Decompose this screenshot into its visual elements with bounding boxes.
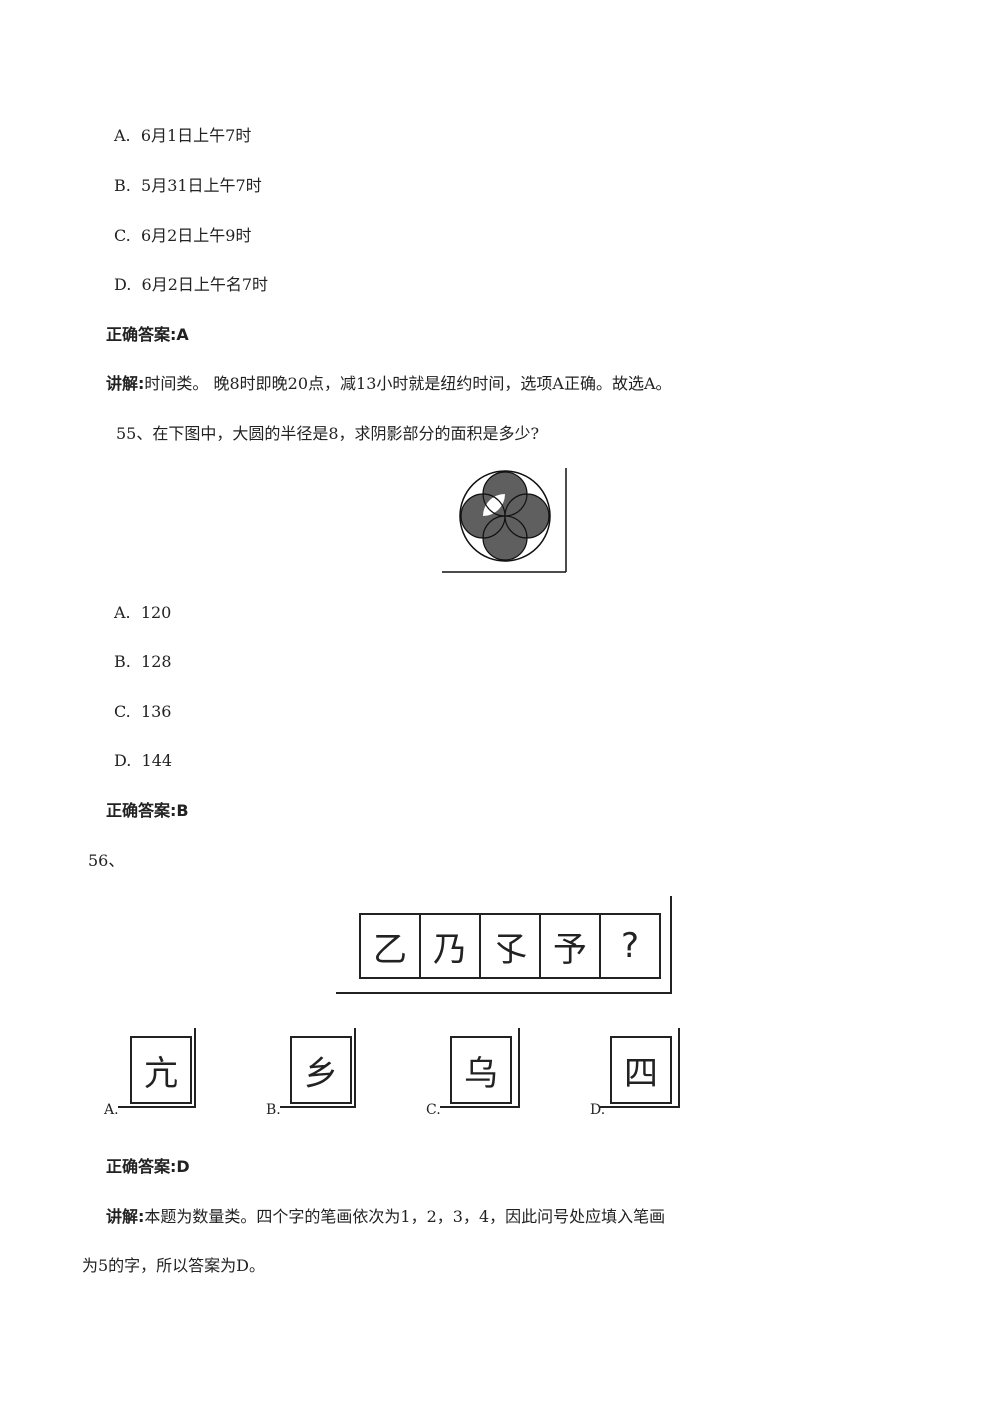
q55-option-d: D. 144: [114, 751, 173, 770]
choice-d-frame-bottom: [600, 1106, 680, 1108]
choice-d-frame: [678, 1028, 680, 1108]
shaded-circle-right: [505, 494, 549, 538]
q54-option-c: C. 6月2日上午9时: [114, 226, 252, 245]
q56-explanation-line1: 讲解:本题为数量类。四个字的笔画依次为1，2，3，4，因此问号处应填入笔画: [106, 1207, 666, 1226]
q56-choice-b-label: B.: [266, 1102, 281, 1118]
sequence-cell: 乃: [419, 913, 481, 979]
q55-question: 55、在下图中，大圆的半径是8，求阴影部分的面积是多少?: [116, 424, 540, 443]
choice-b-frame: [354, 1028, 356, 1108]
q55-answer: 正确答案:B: [106, 801, 189, 820]
q54-option-a: A. 6月1日上午7时: [114, 126, 252, 145]
sequence-cell: 孓: [479, 913, 541, 979]
q55-option-c: C. 136: [114, 702, 172, 721]
choice-c-frame: [518, 1028, 520, 1108]
sequence-cell: 乙: [359, 913, 421, 979]
choice-b-frame-bottom: [280, 1106, 356, 1108]
q56-sequence: 乙 乃 孓 予 ?: [359, 913, 661, 979]
choice-c-frame-bottom: [440, 1106, 520, 1108]
sequence-frame-right: [670, 896, 672, 994]
q55-option-b: B. 128: [114, 652, 172, 671]
q55-circle-figure: [442, 468, 567, 573]
choice-a-frame-bottom: [118, 1106, 196, 1108]
q55-option-a: A. 120: [114, 603, 172, 622]
q56-choice-b-box: 乡: [290, 1036, 352, 1104]
q56-choice-a-label: A.: [104, 1102, 119, 1118]
q54-answer: 正确答案:A: [106, 325, 189, 344]
q56-choice-d-box: 四: [610, 1036, 672, 1104]
q56-explanation-line2: 为5的字，所以答案为D。: [82, 1256, 266, 1275]
q56-choice-c-box: 乌: [450, 1036, 512, 1104]
q56-choice-d-label: D.: [590, 1102, 606, 1118]
q56-choice-a-box: 亢: [130, 1036, 192, 1104]
sequence-cell: 予: [539, 913, 601, 979]
sequence-cell-question: ?: [599, 913, 661, 979]
lens-top-left: [483, 494, 505, 516]
big-circle: [459, 470, 551, 562]
q56-answer: 正确答案:D: [106, 1157, 190, 1176]
q56-number: 56、: [88, 851, 125, 870]
choice-a-frame: [194, 1028, 196, 1108]
q54-option-d: D. 6月2日上午名7时: [114, 275, 269, 294]
sequence-frame-bottom: [336, 992, 672, 994]
q54-option-b: B. 5月31日上午7时: [114, 176, 262, 195]
q56-choice-c-label: C.: [426, 1102, 441, 1118]
q54-explanation: 讲解:时间类。 晚8时即晚20点，减13小时就是纽约时间，选项A正确。故选A。: [106, 374, 672, 393]
